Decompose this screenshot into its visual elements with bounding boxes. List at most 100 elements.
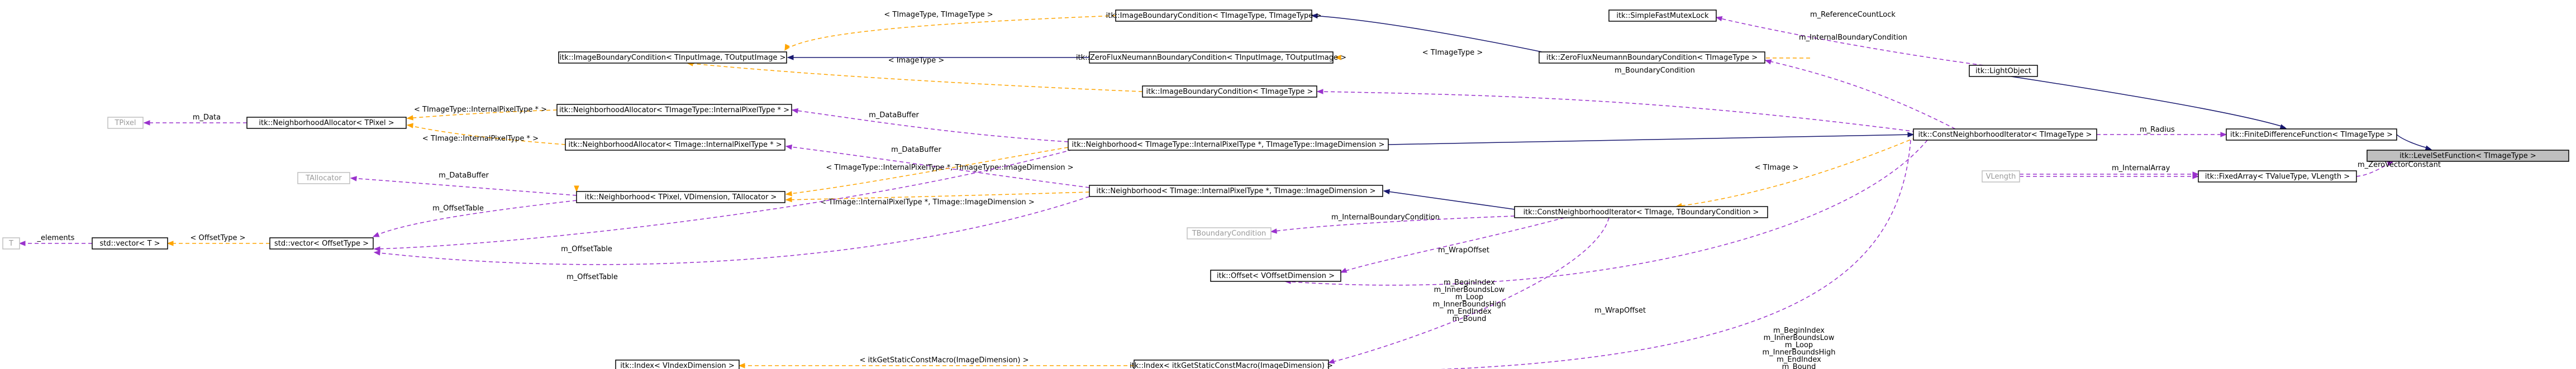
- node-vlength[interactable]: VLength: [1982, 170, 2020, 183]
- arrowhead-icon: [406, 115, 413, 121]
- node-box: [1142, 85, 1317, 98]
- node-label: itk::NeighborhoodAllocator< TPixel >: [259, 119, 394, 127]
- node-box: [2367, 150, 2569, 162]
- edge-databuffer-3: m_DataBuffer: [350, 171, 577, 196]
- node-nbr-timage-internalpixel[interactable]: itk::Neighborhood< TImage::InternalPixel…: [1089, 185, 1383, 197]
- arrowhead-icon: [784, 44, 790, 51]
- arrowhead-icon: [574, 185, 579, 193]
- edge-databuffer-2: m_DataBuffer: [785, 144, 1090, 188]
- node-label: TPixel: [114, 119, 136, 127]
- node-offset[interactable]: itk::Offset< VOffsetDimension >: [1210, 270, 1341, 282]
- node-t[interactable]: T: [2, 237, 20, 250]
- edge-label: m_Bound: [1453, 315, 1487, 323]
- edge-fdf-to-ls: [2396, 134, 2432, 151]
- node-nballoc-tpixel[interactable]: itk::NeighborhoodAllocator< TPixel >: [246, 117, 407, 129]
- edge-databuffer-1: m_DataBuffer: [791, 108, 1069, 142]
- edge-label: < itkGetStaticConstMacro(ImageDimension)…: [859, 356, 1029, 365]
- edge-label: m_InternalArray: [2112, 164, 2170, 172]
- node-label: itk::Neighborhood< TPixel, VDimension, T…: [585, 193, 777, 202]
- node-stdvector-offset[interactable]: std::vector< OffsetType >: [269, 237, 374, 250]
- edge-line: [374, 200, 577, 237]
- node-finitediff[interactable]: itk::FiniteDifferenceFunction< TImageTyp…: [2226, 128, 2397, 141]
- node-box: [1608, 9, 1717, 22]
- node-zerofluxbc-in-out[interactable]: itk::ZeroFluxNeumannBoundaryCondition< T…: [1076, 51, 1346, 64]
- edge-zerovector: m_ZeroVectorConstant: [2356, 161, 2441, 177]
- edge-label: m_InnerBoundsHigh: [1762, 348, 1835, 357]
- node-imagebc-timage-timage[interactable]: itk::ImageBoundaryCondition< TImageType,…: [1106, 9, 1322, 22]
- edge-label: m_InnerBoundsLow: [1764, 334, 1835, 342]
- edge-label: < TImage::InternalPixelType *, TImage::I…: [820, 198, 1035, 207]
- edge-label: m_Radius: [2140, 126, 2175, 134]
- edge-label: _elements: [37, 234, 75, 242]
- node-nbr-generic[interactable]: itk::Neighborhood< TPixel, VDimension, T…: [576, 191, 785, 203]
- arrowhead-icon: [373, 246, 380, 252]
- edge-line: [1284, 140, 1928, 286]
- edges-layer: m_ZeroVectorConstant m_Radius m_InternalAr…: [18, 11, 2441, 369]
- edge-label: < TImageType::InternalPixelType * >: [414, 106, 547, 114]
- edge-label: m_WrapOffset: [1594, 306, 1646, 315]
- node-label: itk::FiniteDifferenceFunction< TImageTyp…: [2230, 131, 2393, 139]
- edge-line: [374, 149, 1073, 250]
- edge-offsettype-param: < OffsetType >: [166, 234, 270, 246]
- node-tboundarycondition[interactable]: TBoundaryCondition: [1187, 227, 1272, 239]
- node-nballoc-timage[interactable]: itk::NeighborhoodAllocator< TImage::Inte…: [565, 138, 785, 151]
- arrowhead-icon: [1327, 358, 1335, 364]
- edge-label: m_DataBuffer: [891, 146, 941, 154]
- arrowhead-icon: [1907, 132, 1915, 137]
- node-label: itk::ZeroFluxNeumannBoundaryCondition< T…: [1076, 54, 1346, 62]
- node-constnbrit-timage-tbc[interactable]: itk::ConstNeighborhoodIterator< TImage, …: [1514, 206, 1768, 218]
- node-zerofluxbc-timage[interactable]: itk::ZeroFluxNeumannBoundaryCondition< T…: [1539, 51, 1765, 64]
- node-index-static[interactable]: itk::Index< itkGetStaticConstMacro(Image…: [1130, 360, 1333, 369]
- node-imagebc-in-out[interactable]: itk::ImageBoundaryCondition< TInputImage…: [558, 51, 787, 64]
- node-tpixel[interactable]: TPixel: [107, 117, 144, 129]
- edge-label: < OffsetType >: [191, 234, 246, 242]
- edge-label: m_WrapOffset: [1438, 246, 1489, 255]
- edge-line: [785, 191, 1090, 200]
- edge-label: m_ZeroVectorConstant: [2358, 161, 2441, 169]
- node-constnbrit[interactable]: itk::ConstNeighborhoodIterator< TImageTy…: [1913, 128, 2097, 141]
- edge-wrapoffset-1: m_WrapOffset: [1340, 217, 1565, 273]
- node-label: itk::NeighborhoodAllocator< TImageType::…: [559, 106, 789, 114]
- arrowhead-icon: [785, 197, 792, 203]
- edge-line: [1312, 15, 1542, 52]
- edge-label: < TImage >: [1755, 164, 1799, 172]
- node-nbr-internalpixel[interactable]: itk::Neighborhood< TImageType::InternalP…: [1068, 138, 1389, 151]
- edge-line: [687, 63, 1143, 92]
- node-simplefastmutex[interactable]: itk::SimpleFastMutexLock: [1608, 9, 1717, 22]
- node-box: [246, 117, 407, 129]
- edge-line: [785, 146, 1090, 188]
- node-label: std::vector< T >: [99, 239, 160, 248]
- edge-nbrpix-param-1: < TImageType::InternalPixelType * >: [406, 106, 558, 121]
- edge-label: < TImageType::InternalPixelType *, TImag…: [826, 164, 1073, 172]
- node-levelset[interactable]: itk::LevelSetFunction< TImageType >: [2367, 150, 2569, 162]
- node-nballoc-timagetype[interactable]: itk::NeighborhoodAllocator< TImageType::…: [556, 104, 792, 116]
- node-label: itk::Index< itkGetStaticConstMacro(Image…: [1130, 362, 1333, 369]
- edge-label: m_DataBuffer: [869, 111, 919, 119]
- edge-bounds-2: m_BeginIndexm_InnerBoundsLowm_Loopm_Inne…: [1267, 140, 1911, 369]
- node-tallocator[interactable]: TAllocator: [297, 172, 350, 184]
- node-box: [107, 117, 144, 129]
- node-imagebc-timage[interactable]: itk::ImageBoundaryCondition< TImageType …: [1142, 85, 1317, 98]
- node-lightobject[interactable]: itk::LightObject: [1969, 65, 2038, 77]
- edge-timagetype-timagetype-param: < TImageType, TImageType >: [784, 11, 1116, 51]
- arrowhead-icon: [1311, 13, 1318, 19]
- arrowhead-icon: [18, 241, 26, 246]
- arrowhead-icon: [791, 108, 799, 114]
- node-box: [1982, 170, 2020, 183]
- node-label: itk::SimpleFastMutexLock: [1616, 12, 1709, 20]
- arrowhead-icon: [373, 250, 380, 256]
- node-label: itk::Index< VIndexDimension >: [620, 362, 735, 369]
- node-index-vindex[interactable]: itk::Index< VIndexDimension >: [615, 360, 740, 369]
- edge-bounds-1: m_BeginIndexm_InnerBoundsLowm_Loopm_Inne…: [1327, 217, 1610, 364]
- edge-imagebc-inherit: [787, 55, 1089, 60]
- node-stdvector-t[interactable]: std::vector< T >: [92, 237, 168, 250]
- edge-timage-param: < TImage >: [1675, 137, 1917, 209]
- node-fixedarray[interactable]: itk::FixedArray< TValueType, VLength >: [2198, 170, 2357, 183]
- edge-wrapoffset-2: m_WrapOffset: [1284, 140, 1928, 315]
- node-label: itk::Neighborhood< TImageType::InternalP…: [1072, 141, 1385, 149]
- node-box: [565, 138, 785, 151]
- node-label: itk::ConstNeighborhoodIterator< TImage, …: [1523, 208, 1759, 217]
- edge-line: [1440, 140, 1911, 369]
- node-label: itk::ImageBoundaryCondition< TImageType …: [1146, 88, 1313, 96]
- edge-vlength-to-fixedarray: [2020, 174, 2199, 179]
